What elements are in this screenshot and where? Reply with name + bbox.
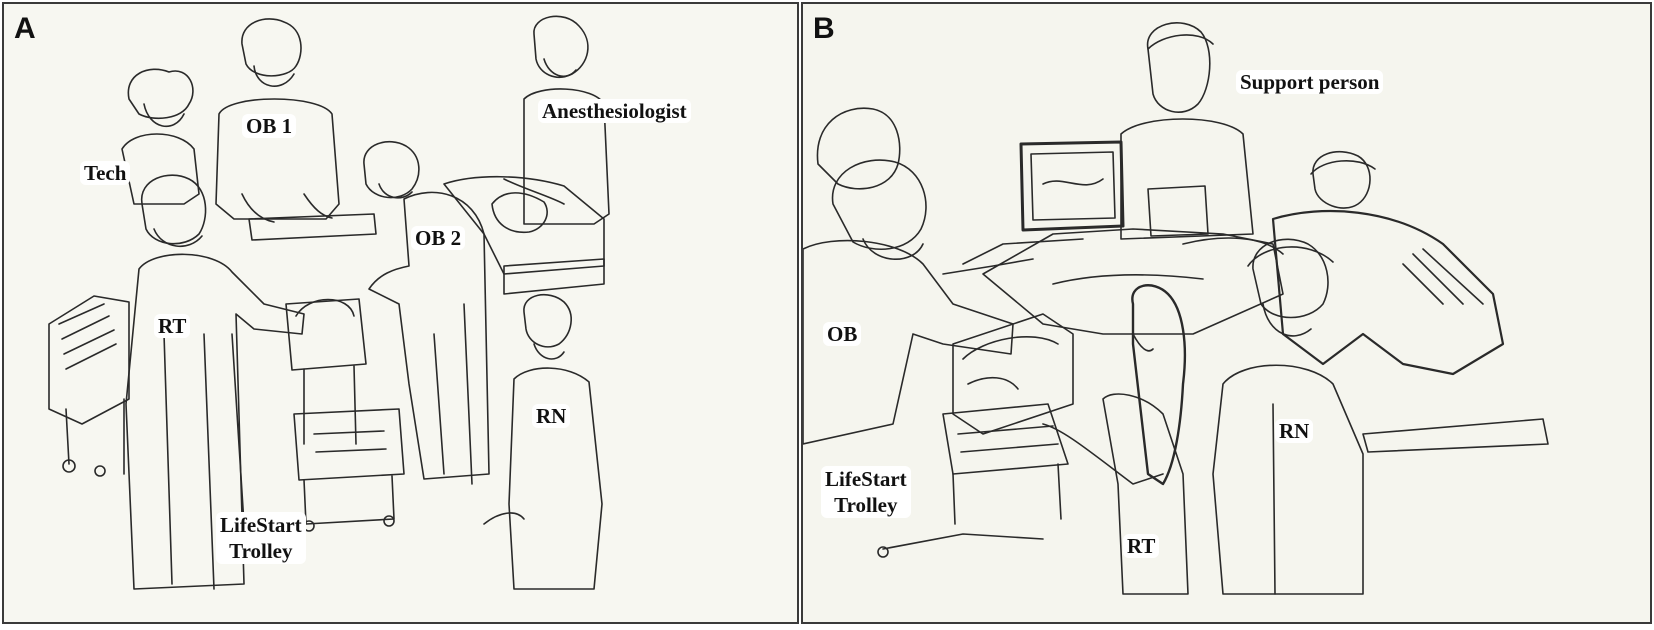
label-ob2: OB 2 [411,226,466,250]
label-trolley-line2: Trolley [229,539,293,563]
label-lifestart-trolley: LifeStart Trolley [216,512,306,564]
rt-figure [1042,284,1189,595]
panel-a-sketch [48,15,610,590]
ob1-figure [215,18,340,223]
support-person-figure [1120,22,1254,240]
label-rn: RN [1275,419,1314,443]
tech-figure [121,68,200,205]
ob-figure [803,107,1034,445]
patient-figure [1271,150,1549,453]
label-ob: OB [823,322,862,346]
panel-b: B Support person OB RN RT LifeStart Trol… [801,2,1652,624]
operating-table [962,228,1284,335]
trolley [877,313,1074,558]
operating-table [248,175,605,295]
label-ob1: OB 1 [242,114,297,138]
rt-figure [125,174,305,590]
panel-a-letter: A [14,12,36,45]
panel-a: A Tech OB 1 Anesthesiologist OB 2 RT RN … [2,2,799,624]
monitor-cart [48,295,130,477]
panel-b-sketch [803,22,1549,595]
label-trolley-line1: LifeStart [220,513,302,537]
label-anesthesiologist: Anesthesiologist [538,99,691,123]
label-tech: Tech [80,161,131,185]
panel-b-letter: B [813,12,835,45]
label-rn: RN [532,404,571,428]
label-trolley-line1: LifeStart [825,467,907,491]
label-support-person: Support person [1236,70,1384,94]
anesthesiologist-figure [503,15,610,225]
rn-figure [483,294,603,590]
label-rt: RT [154,314,191,338]
trolley [231,298,405,532]
label-lifestart-trolley: LifeStart Trolley [821,466,911,518]
monitor [1019,140,1125,232]
ob2-figure [363,140,490,485]
label-rt: RT [1123,534,1160,558]
rn-figure [1212,238,1364,595]
label-trolley-line2: Trolley [834,493,898,517]
